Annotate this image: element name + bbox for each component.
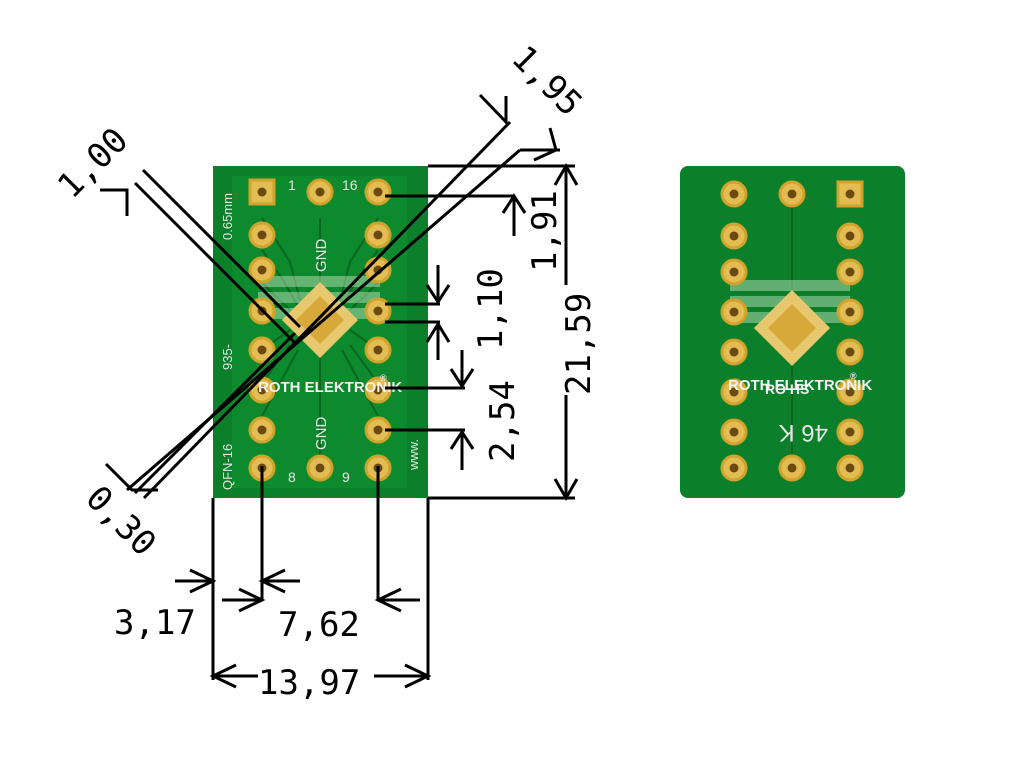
back-board: ROTH ELEKTRONIK ® RO HS 46 K: [680, 166, 905, 498]
back-pad-right-hole: [845, 427, 855, 437]
front-pin-9-label: 9: [342, 469, 350, 485]
dim-top-margin: 1,91: [525, 190, 565, 272]
dim-height: 21,59: [559, 293, 599, 395]
front-side-text-left: QFN-16: [220, 444, 235, 490]
back-pad-center-bottom-hole: [787, 463, 797, 473]
back-pad-right-hole: [845, 387, 855, 397]
back-pad-left-hole: [729, 267, 739, 277]
dim-width: 13,97: [258, 663, 360, 703]
back-pad-right-hole: [845, 267, 855, 277]
front-pad-right-hole: [373, 345, 383, 355]
dim-pin-pitch: 1,10: [471, 268, 511, 350]
back-pad-left-hole: [729, 387, 739, 397]
back-pad-right-hole: [845, 347, 855, 357]
front-logo-text: ROTH ELEKTRONIK: [258, 379, 402, 396]
front-pad-right-hole: [373, 425, 383, 435]
back-pad-center-top-hole: [787, 189, 797, 199]
dim-edge-offset: 3,17: [114, 603, 196, 643]
front-pad-right-hole: [373, 230, 383, 240]
front-pad-left-hole: [257, 385, 267, 395]
front-pad-left-hole: [257, 187, 267, 197]
dimension-lines: [126, 120, 575, 680]
back-pad-right-hole: [845, 463, 855, 473]
front-pad-right-hole: [373, 306, 383, 316]
back-code-text: 46 K: [779, 419, 828, 446]
back-pad-left-hole: [729, 307, 739, 317]
back-logo-trademark: ®: [850, 371, 857, 381]
front-pad-left-hole: [257, 265, 267, 275]
back-pad-left-hole: [729, 231, 739, 241]
dim-pad-width: 1,00: [50, 120, 136, 206]
back-pad-left-hole: [729, 427, 739, 437]
front-pad-left-hole: [257, 425, 267, 435]
front-pad-center-top-hole: [315, 187, 325, 197]
front-pad-grid: [248, 178, 392, 482]
back-pad-left-hole: [729, 347, 739, 357]
back-logo-text: ROTH ELEKTRONIK: [728, 377, 872, 394]
back-pad-left-hole: [729, 463, 739, 473]
front-pad-left-hole: [257, 345, 267, 355]
front-side-text-middle: 935-: [220, 344, 235, 370]
dim-pad-spacing: 1,95: [504, 38, 590, 124]
front-pin-16-label: 16: [342, 177, 358, 193]
front-logo-trademark: ®: [380, 373, 387, 383]
front-pin-8-label: 8: [288, 469, 296, 485]
front-pin-1-label: 1: [288, 177, 296, 193]
front-side-text-right: www.: [406, 439, 421, 471]
front-pad-right-hole: [373, 187, 383, 197]
front-pad-left-hole: [257, 230, 267, 240]
back-pad-left-hole: [729, 189, 739, 199]
front-pad-right-hole: [373, 385, 383, 395]
front-board: 1 16 8 9 GND GND QFN-16 935- www. 0.65mm…: [213, 166, 428, 498]
back-pad-right-hole: [845, 307, 855, 317]
dim-row-pitch: 2,54: [483, 380, 523, 462]
dimension-arrowheads: [100, 93, 579, 689]
back-pad-grid: [720, 180, 864, 482]
front-pad-center-bottom-hole: [315, 463, 325, 473]
front-gnd-top-label: GND: [313, 239, 330, 273]
back-pad-right-hole: [845, 231, 855, 241]
dim-row-spacing: 7,62: [278, 605, 360, 645]
front-side-text-top: 0.65mm: [220, 193, 235, 240]
front-pad-left: [248, 178, 276, 206]
back-pad-right-hole: [845, 189, 855, 199]
back-rohs-text: RO HS: [765, 381, 809, 397]
back-qfn-logo: [754, 290, 830, 366]
front-gnd-bottom-label: GND: [313, 417, 330, 451]
